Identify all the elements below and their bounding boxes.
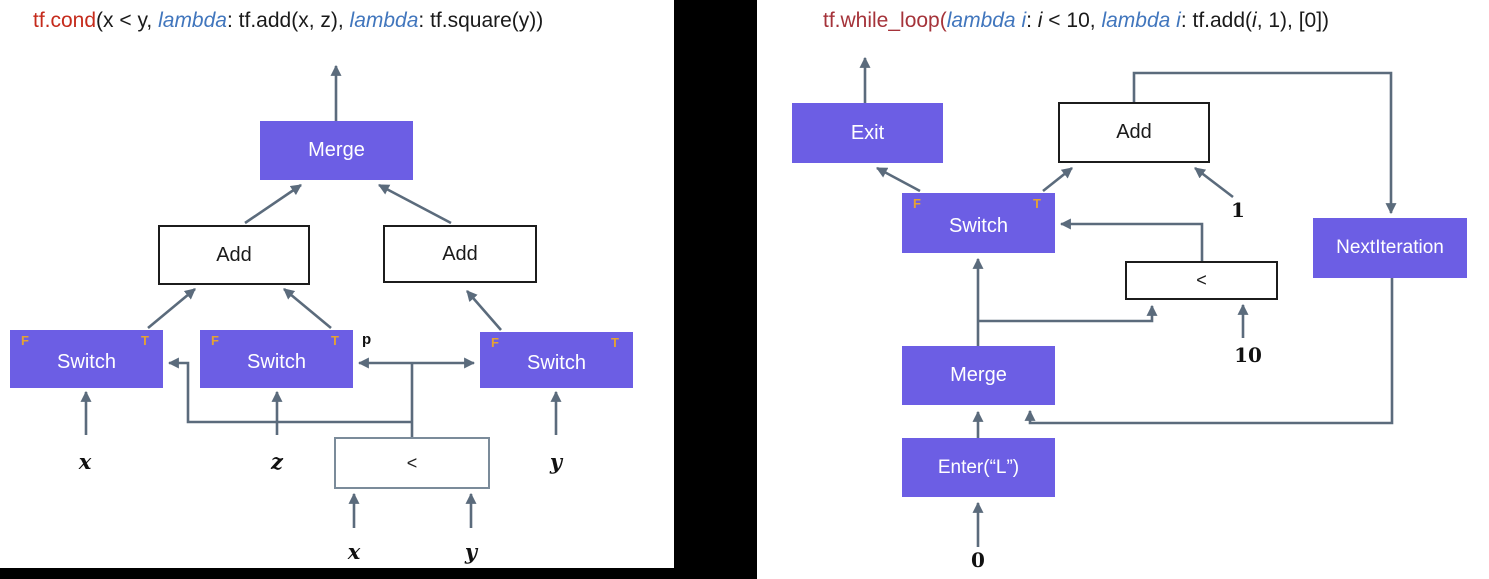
edge-add-to-nextiteration (1132, 71, 1397, 215)
left-title-lambda1: lambda (158, 9, 227, 32)
merge-label-left: Merge (308, 139, 365, 161)
switch-node-right: F T Switch (902, 193, 1055, 253)
less-node-left: < (334, 437, 490, 489)
exit-node: Exit (792, 103, 943, 163)
vertical-divider-bar (674, 0, 757, 579)
port-t-label: T (611, 335, 619, 350)
edges-left (80, 64, 562, 528)
exit-label: Exit (850, 121, 885, 144)
right-title-lambda1: lambda i (946, 9, 1027, 32)
const-label-one: 1 (1231, 198, 1245, 222)
edges-right (859, 56, 1397, 547)
less-label-right: < (1196, 270, 1207, 290)
right-title-cmp: < 10, (1042, 9, 1102, 32)
port-f-label: F (211, 333, 219, 348)
edge-addright-to-merge (378, 183, 452, 225)
enter-label: Enter(“L”) (937, 456, 1020, 478)
input-label-x-bottom: x (347, 539, 361, 564)
edge-pred-to-switch1 (167, 357, 412, 424)
edge-switch-t-to-add (1042, 166, 1073, 193)
add-node-right: Add (1058, 102, 1210, 163)
port-f-label: F (491, 335, 499, 350)
edge-switch3-to-addright (466, 290, 502, 331)
add-label-left-2: Add (442, 242, 478, 265)
left-title-fn: tf.cond (33, 9, 97, 32)
switch-node-2: F T Switch (200, 330, 353, 388)
merge-node-left: Merge (260, 121, 413, 180)
switch-label-1: Switch (57, 351, 116, 373)
right-title-tail: , 1), [0]) (1256, 9, 1330, 32)
right-title-lambda2: lambda i (1101, 9, 1181, 32)
switch-label-right: Switch (949, 215, 1008, 237)
port-t-label: T (1033, 196, 1041, 211)
bottom-divider-bar (0, 568, 757, 579)
edge-switch-f-to-exit (876, 166, 921, 193)
right-title-colon1: : (1026, 9, 1038, 32)
enter-node: Enter(“L”) (902, 438, 1055, 497)
left-title: tf.cond(x < y, lambda: tf.add(x, z), lam… (33, 8, 543, 34)
merge-node-right: Merge (902, 346, 1055, 405)
port-t-label: T (141, 333, 149, 348)
right-title-fn: tf.while_loop( (823, 9, 947, 32)
edge-switch2-to-addleft (283, 287, 332, 330)
switch-node-3: F T Switch (480, 332, 633, 388)
less-node-right: < (1125, 261, 1278, 300)
nextiteration-label: NextIteration (1336, 237, 1444, 258)
edge-switch1-to-addleft (147, 287, 196, 330)
switch-label-2: Switch (247, 351, 306, 373)
input-label-x-top: x (78, 449, 92, 474)
edge-nextiteration-to-merge (1024, 278, 1394, 425)
left-title-args1: (x < y, (96, 9, 159, 32)
switch-label-3: Switch (527, 352, 586, 374)
right-title-i2: i (1252, 9, 1257, 32)
left-title-lambda2: lambda (349, 9, 419, 32)
add-node-left-1: Add (158, 225, 310, 285)
const-label-zero: 0 (971, 548, 985, 572)
right-title-colon2: : tf.add( (1180, 9, 1253, 32)
const-label-ten: 10 (1234, 343, 1262, 367)
right-title-i1: i (1037, 9, 1043, 32)
input-label-z: z (271, 449, 283, 474)
input-label-y-top: y (549, 449, 563, 474)
add-label-left-1: Add (216, 243, 252, 266)
edge-addleft-to-merge (244, 183, 302, 225)
edge-one-to-add (1194, 166, 1234, 199)
less-label-left: < (406, 452, 418, 473)
input-label-y-bottom: y (464, 539, 478, 564)
add-node-left-2: Add (383, 225, 537, 283)
edge-merge-to-less (978, 304, 1158, 323)
right-title: tf.while_loop(lambda i: i < 10, lambda i… (823, 8, 1329, 34)
port-f-label: F (913, 196, 921, 211)
nextiteration-node: NextIteration (1313, 218, 1467, 278)
port-f-label: F (21, 333, 29, 348)
merge-label-right: Merge (950, 364, 1007, 386)
port-t-label: T (331, 333, 339, 348)
switch-node-1: F T Switch (10, 330, 163, 388)
left-title-args2: : tf.add(x, z), (226, 9, 350, 32)
add-label-right: Add (1116, 121, 1152, 143)
left-title-args3: : tf.square(y)) (418, 9, 544, 32)
pred-label-p: p (362, 331, 372, 348)
edge-less-to-switch (1059, 218, 1204, 261)
